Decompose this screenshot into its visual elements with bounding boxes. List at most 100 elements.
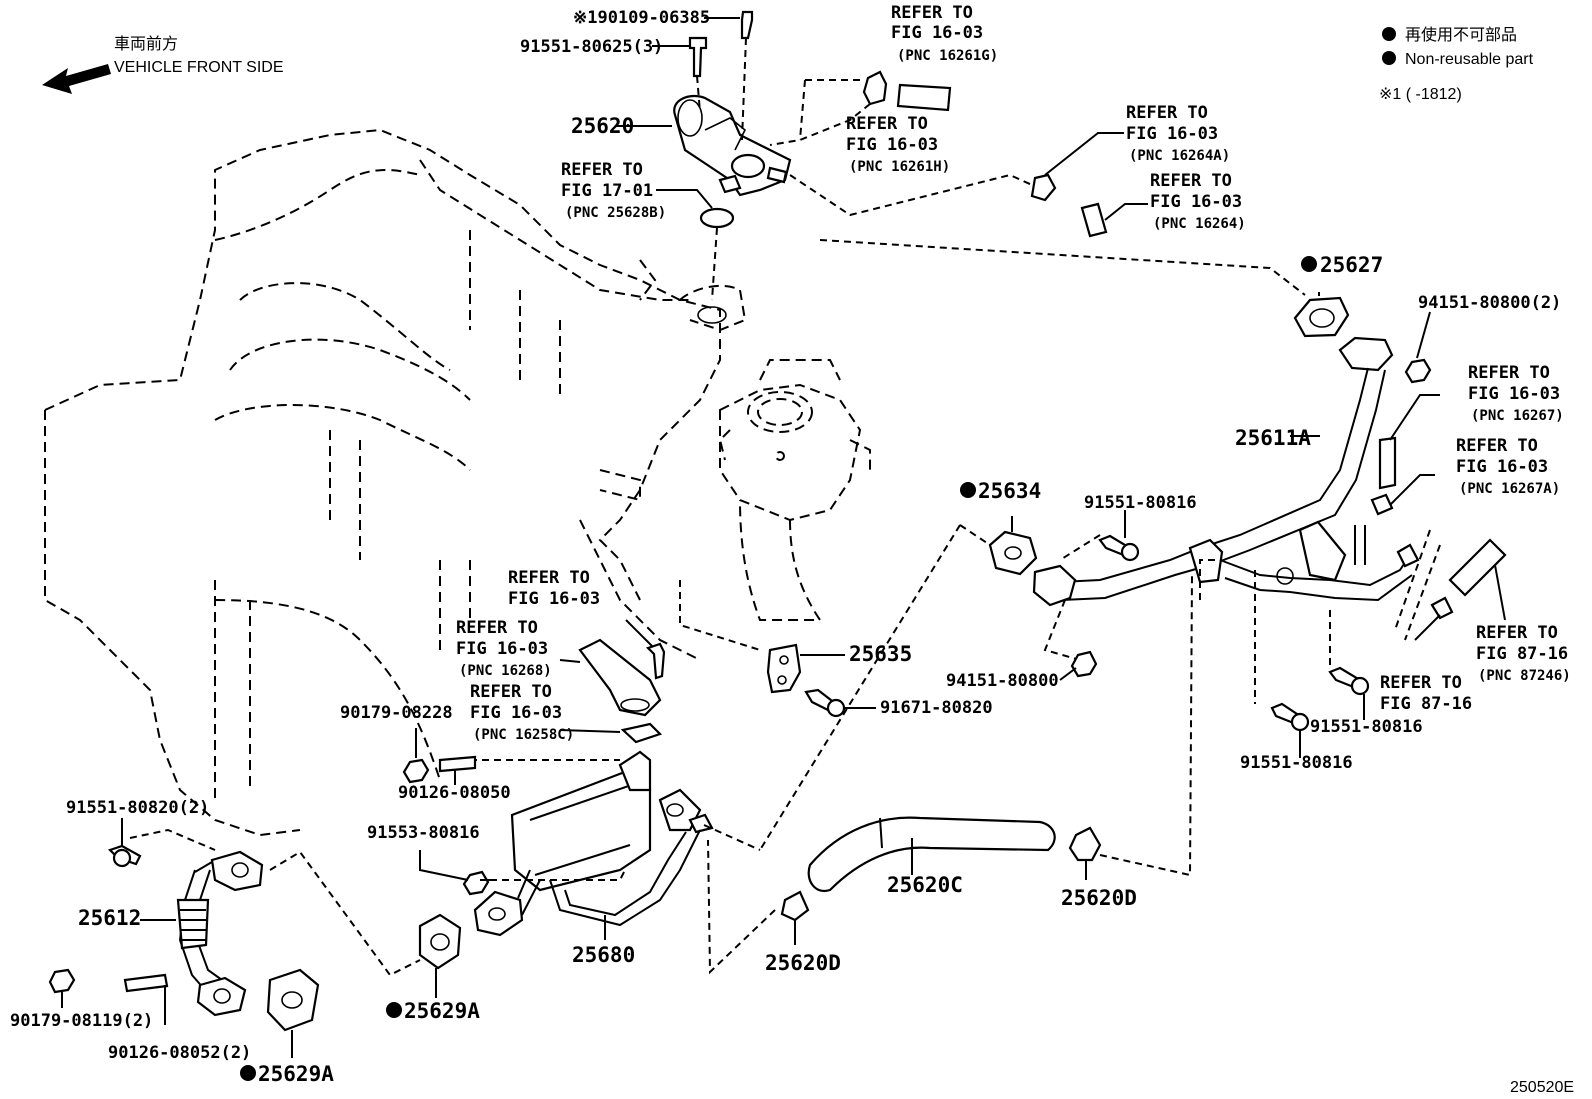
stud-9012608050	[438, 755, 477, 773]
label-25680: 25680	[572, 943, 635, 967]
ref9-l1: REFER TO	[456, 618, 538, 638]
ref3-l1: REFER TO	[561, 160, 643, 180]
ref8-l2: FIG 16-03	[508, 589, 600, 609]
ref4-pnc: (PNC 16264A)	[1129, 148, 1230, 164]
label-25620d-b: 25620D	[765, 951, 841, 975]
ref12-l1: REFER TO	[1380, 673, 1462, 693]
gasket-25634	[988, 530, 1038, 576]
label-190109-06385: ※190109-06385	[573, 8, 710, 28]
label-91551-80816-a: 91551-80816	[1084, 493, 1197, 513]
gasket-25629a-b	[266, 968, 320, 1032]
ref3-l2: FIG 17-01	[561, 181, 653, 201]
label-91551-80816-b: 91551-80816	[1310, 717, 1423, 737]
stud-9012608052-2	[123, 973, 169, 993]
label-91551-80820-2: 91551-80820(2)	[66, 798, 209, 818]
ref8-l1: REFER TO	[508, 568, 590, 588]
bolt-9155180625	[688, 36, 708, 78]
label-94151-80800-2: 94151-80800(2)	[1418, 293, 1561, 313]
bracket-25635	[766, 643, 802, 694]
ref9-pnc: (PNC 16268)	[459, 663, 552, 679]
label-91551-80625-3: 91551-80625(3)	[520, 37, 663, 57]
gasket-25627	[1293, 296, 1350, 338]
throttle-body-phantom	[718, 359, 871, 621]
label-94151-80800: 94151-80800	[946, 671, 1059, 691]
clamp-87246	[1430, 596, 1454, 620]
ref4-l1: REFER TO	[1126, 103, 1208, 123]
hose-16267	[1378, 436, 1397, 490]
hose-16264	[1080, 202, 1108, 238]
label-25629a-a: 25629A	[404, 999, 480, 1023]
ref2-l2: FIG 16-03	[846, 135, 938, 155]
clamp-16261h	[862, 70, 888, 106]
label-25635: 25635	[849, 642, 912, 666]
gasket-25628b	[699, 207, 735, 229]
ref5-l2: FIG 16-03	[1150, 192, 1242, 212]
ref12-l2: FIG 87-16	[1380, 694, 1472, 714]
hose-25620c	[807, 816, 1056, 893]
vehicle-front-jp: 車両前方	[114, 35, 178, 53]
nut-9415180800-2	[1404, 358, 1432, 384]
ref4-l2: FIG 16-03	[1126, 124, 1218, 144]
label-91553-80816: 91553-80816	[367, 823, 480, 843]
legend: 再使用不可部品 Non-reusable part ※1 ( -1812)	[1379, 26, 1534, 103]
ref2-pnc: (PNC 16261H)	[849, 159, 950, 175]
label-25611a: 25611A	[1235, 426, 1311, 450]
ref1-pnc: (PNC 16261G)	[897, 48, 998, 64]
ref2-l1: REFER TO	[846, 114, 928, 134]
label-90179-08228: 90179-08228	[340, 703, 453, 723]
nut-9415180800	[1070, 650, 1098, 678]
egr-valve-25620	[673, 94, 792, 197]
label-91551-80816-c: 91551-80816	[1240, 753, 1353, 773]
egr-pipe-25612	[176, 850, 264, 1017]
bolt-190109	[740, 10, 754, 40]
ref6-l1: REFER TO	[1468, 363, 1550, 383]
hose-87246	[1448, 538, 1507, 597]
gasket-16258c	[620, 722, 663, 744]
ref10-pnc: (PNC 16258C)	[473, 727, 574, 743]
label-25629a-b: 25629A	[258, 1062, 334, 1086]
front-arrow-icon	[42, 64, 111, 94]
clamp-16267a	[1370, 493, 1394, 516]
label-25620d-a: 25620D	[1061, 886, 1137, 910]
ref7-pnc: (PNC 16267A)	[1459, 481, 1560, 497]
vehicle-front-indicator: 車両前方 VEHICLE FRONT SIDE	[42, 35, 284, 94]
legend-jp: 再使用不可部品	[1405, 26, 1517, 44]
bolt-9155380816	[462, 870, 490, 896]
egr-cooler-25680	[473, 750, 714, 937]
clamp-25620d-b	[780, 890, 810, 922]
ref11-l1: REFER TO	[1476, 623, 1558, 643]
ref10-l1: REFER TO	[470, 682, 552, 702]
label-90126-08052-2: 90126-08052(2)	[108, 1043, 251, 1063]
label-90179-08119-2: 90179-08119(2)	[10, 1011, 153, 1031]
label-25620c: 25620C	[887, 873, 963, 897]
pipe-16268	[578, 638, 662, 717]
non-reusable-dot-icon	[1382, 51, 1396, 65]
egr-pipe-25611a	[1032, 336, 1420, 607]
hose-16261g	[896, 83, 952, 112]
ref6-l2: FIG 16-03	[1468, 384, 1560, 404]
ref11-pnc: (PNC 87246)	[1478, 668, 1571, 684]
non-reusable-dot-icon	[240, 1065, 256, 1081]
ref3-pnc: (PNC 25628B)	[565, 205, 666, 221]
figure-code: 250520E	[1510, 1079, 1574, 1096]
gasket-25629a-a	[418, 913, 462, 970]
non-reusable-dot-icon	[1301, 256, 1317, 272]
nut-9017908228	[402, 758, 430, 784]
vehicle-front-en: VEHICLE FRONT SIDE	[114, 59, 284, 76]
label-91671-80820: 91671-80820	[880, 698, 993, 718]
bolt-refer-16-03	[645, 642, 666, 680]
clamp-25620d-a	[1068, 826, 1102, 862]
non-reusable-dot-icon	[386, 1002, 402, 1018]
label-25612: 25612	[78, 906, 141, 930]
ref5-l1: REFER TO	[1150, 171, 1232, 191]
ref1-l1: REFER TO	[891, 3, 973, 23]
ref5-pnc: (PNC 16264)	[1153, 216, 1246, 232]
ref7-l1: REFER TO	[1456, 436, 1538, 456]
non-reusable-dot-icon	[960, 482, 976, 498]
nut-9017908119-2	[48, 968, 76, 994]
label-25620: 25620	[571, 114, 634, 138]
clamp-16264a	[1030, 173, 1057, 202]
label-25634: 25634	[978, 479, 1041, 503]
legend-note: ※1 ( -1812)	[1379, 86, 1462, 103]
